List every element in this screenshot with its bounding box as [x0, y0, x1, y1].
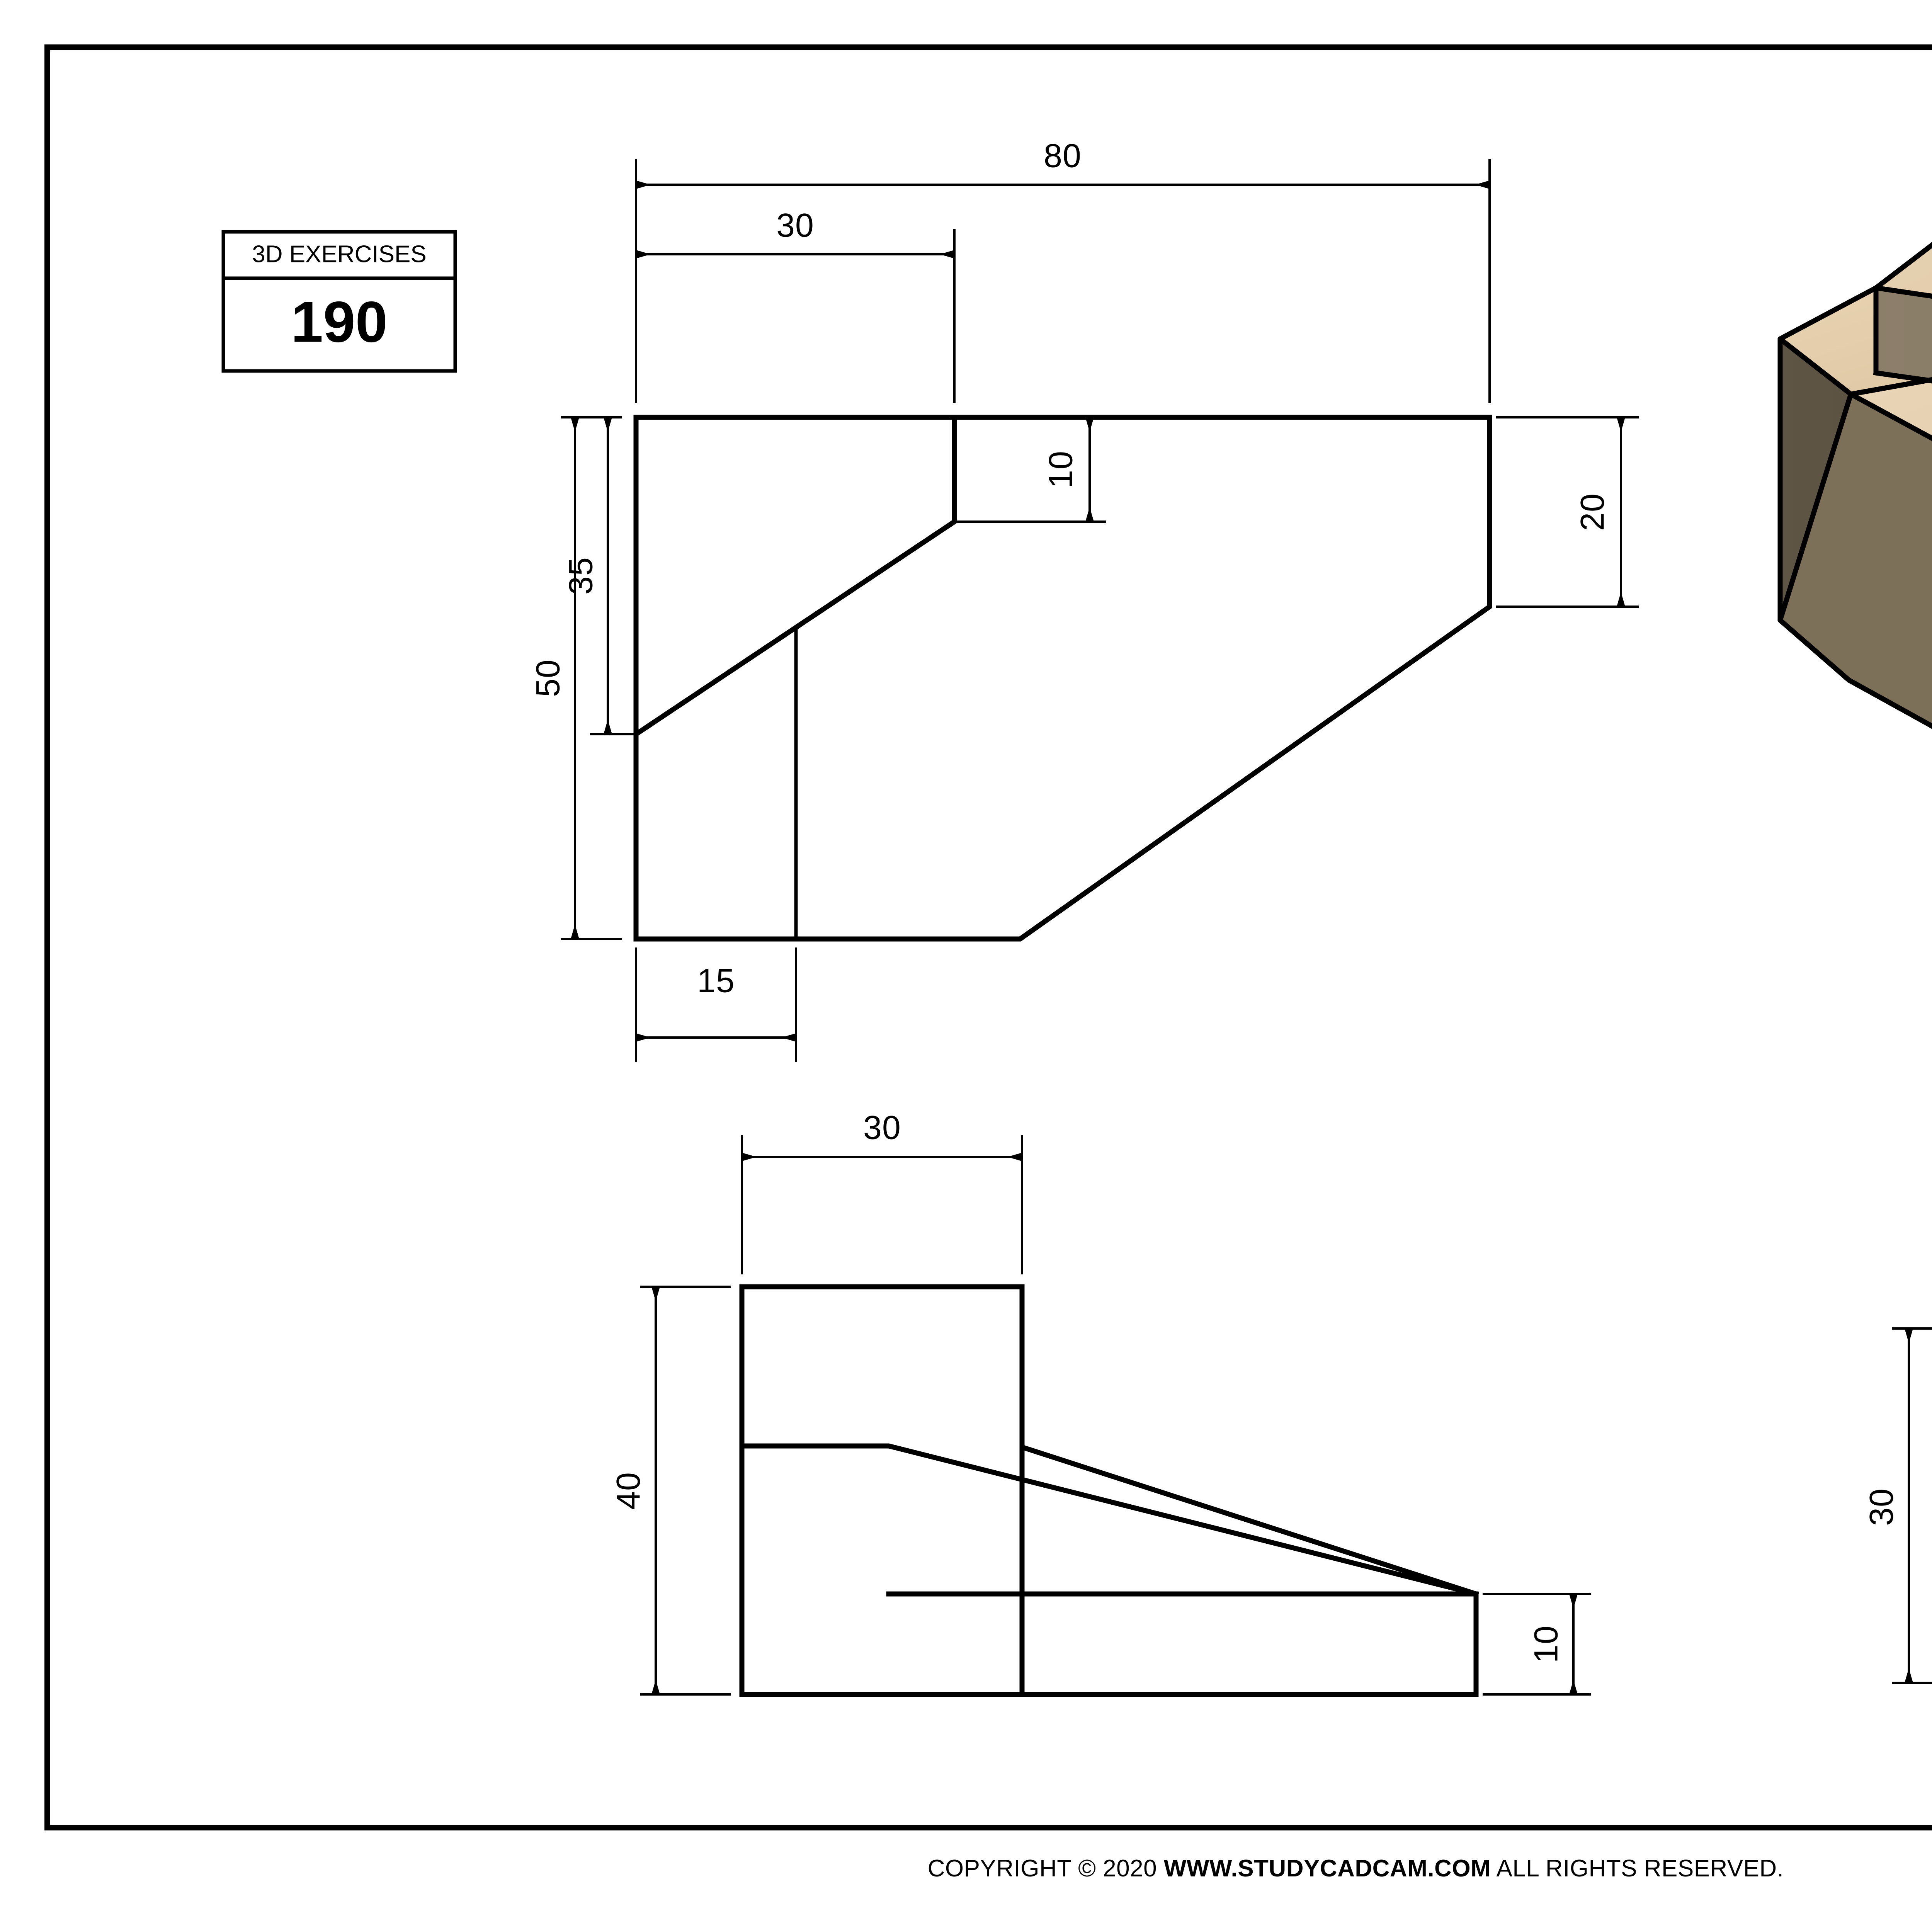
- iso-face-top-plateau: [1848, 377, 1932, 441]
- iso-face-chamfer-dark: [1777, 391, 1932, 729]
- front-view-outline: [739, 1284, 1479, 1697]
- front-view-slope: [739, 1443, 1479, 1597]
- iso-face-upper-top: [1873, 242, 1932, 299]
- copyright-prefix: COPYRIGHT © 2020: [927, 1855, 1164, 1882]
- copyright-footer: COPYRIGHT © 2020 WWW.STUDYCADCAM.COM ALL…: [0, 1855, 1932, 1882]
- dim-label-15: 15: [697, 963, 735, 1000]
- dim-label-10front: 10: [1528, 1625, 1565, 1663]
- copyright-site: WWW.STUDYCADCAM.COM: [1163, 1855, 1491, 1882]
- dim-label-30top: 30: [776, 207, 814, 244]
- title-block-caption-text: 3D EXERCISES: [252, 241, 426, 267]
- dim-label-30front: 30: [863, 1109, 901, 1146]
- title-block-number-cell: [221, 276, 457, 373]
- sheet-border: [44, 44, 1932, 1830]
- dim-label-40: 40: [610, 1472, 647, 1510]
- front-view: 30 40 10: [610, 1109, 1591, 1697]
- iso-face-upper-front: [1873, 285, 1932, 384]
- title-block-number-text: 190: [291, 289, 388, 354]
- dim-label-50: 50: [530, 659, 567, 697]
- iso-edge-plateau-crease: [1848, 377, 1932, 397]
- dim-label-80: 80: [1044, 138, 1082, 175]
- isometric-pictorial-view: [1777, 242, 1932, 729]
- front-view-outline-main: [739, 1284, 1479, 1697]
- dim-label-20: 20: [1574, 493, 1611, 531]
- top-view-outline: [633, 415, 1492, 942]
- dim-label-10top: 10: [1043, 451, 1080, 488]
- dim-label-30side: 30: [1863, 1488, 1900, 1526]
- dim-label-35: 35: [563, 557, 600, 595]
- side-view: 30: [1863, 1327, 1932, 1684]
- copyright-suffix: ALL RIGHTS RESERVED.: [1491, 1855, 1784, 1882]
- top-view: 80 30 50 35 10 20: [530, 138, 1639, 1062]
- title-block: 3D EXERCISES 190: [221, 230, 457, 373]
